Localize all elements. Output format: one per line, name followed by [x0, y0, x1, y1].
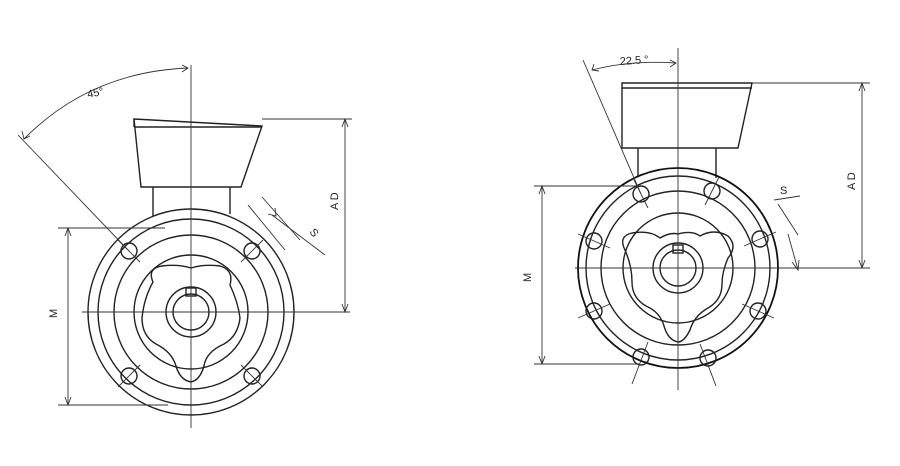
- left-m-label: M: [48, 309, 60, 318]
- left-s-leader: [271, 214, 326, 256]
- left-angle-arc: [23, 67, 189, 140]
- left-s-label: S: [307, 226, 321, 239]
- left-bolt-hole: [243, 367, 261, 385]
- left-bolt-hole: [120, 367, 138, 385]
- right-bolt-hole: [751, 230, 769, 248]
- right-flange-view: [534, 48, 870, 390]
- right-ad-label: A D: [846, 172, 858, 190]
- right-s-label: S: [780, 185, 787, 197]
- left-angle-label: 45°: [86, 86, 105, 101]
- right-bolt-hole: [632, 185, 650, 203]
- right-22-5-diagonal: [582, 59, 642, 195]
- right-bolt-hole: [585, 302, 603, 320]
- right-bolt-hole: [632, 348, 650, 366]
- left-terminal-box: [133, 118, 263, 188]
- right-bolt-hole: [749, 302, 767, 320]
- left-flange-view: [17, 64, 352, 428]
- right-terminal-neck: [637, 148, 717, 178]
- right-angle-arc: [591, 61, 677, 71]
- right-lobed-plate: [622, 231, 734, 343]
- left-bolt-hole: [243, 242, 261, 260]
- right-m-label: M: [522, 273, 534, 282]
- left-ad-label: A D: [329, 192, 341, 210]
- left-terminal-neck: [152, 187, 231, 216]
- right-terminal-box: [621, 82, 753, 149]
- left-45-diagonal: [17, 134, 130, 252]
- left-bolt-hole: [120, 242, 138, 260]
- right-bolt-hole: [585, 232, 603, 250]
- right-angle-label: 22.5 °: [619, 54, 649, 68]
- right-bolt-hole: [703, 182, 721, 200]
